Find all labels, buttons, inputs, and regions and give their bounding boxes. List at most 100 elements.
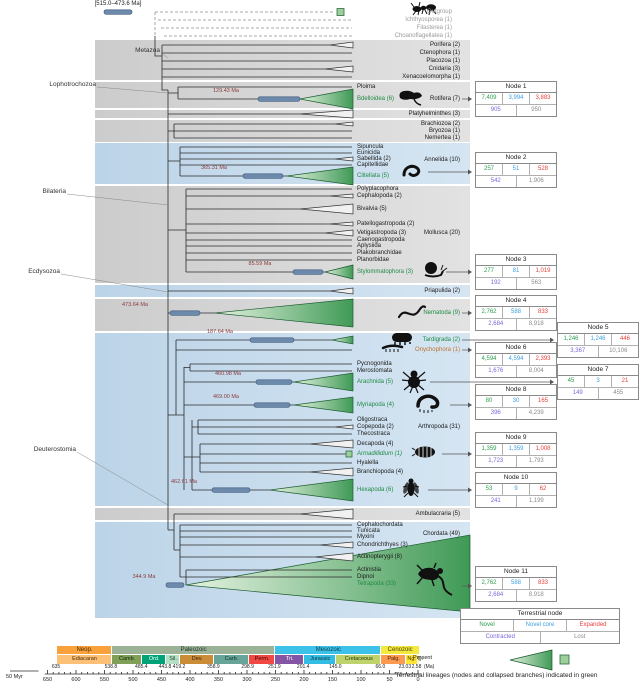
node-value: 2,684 (476, 318, 517, 330)
ruler-number: 600 (71, 677, 81, 683)
ruler-number: 250 (270, 677, 281, 683)
node-table-header: Node 7 (558, 365, 638, 376)
node-value: 45 (558, 376, 585, 387)
band-lophophorates (95, 120, 470, 142)
band-panarthropoda (95, 333, 470, 506)
timescale-boundary: 443.8 (158, 663, 172, 670)
group-label: Mollusca (20) (423, 229, 460, 236)
timescale-boundary: 66.0 (375, 663, 386, 670)
tip-label: Capitellidae (357, 161, 389, 168)
node-value: 1,019 (535, 268, 551, 274)
present-label: Present (413, 655, 432, 661)
ruler-number: 350 (213, 677, 224, 683)
outgroup-label: Outgroup (426, 8, 452, 15)
group-label: Chordata (49) (422, 530, 460, 537)
node-table-header: Node 4 (476, 296, 556, 307)
node-table-header: Node 6 (476, 343, 556, 354)
node-value: 2,762 (476, 578, 503, 589)
band-priapulida (95, 285, 470, 297)
node-value: 192 (476, 277, 517, 289)
tip-label: Chondrichthyes (3) (357, 541, 408, 548)
ruler-number: 300 (242, 677, 252, 683)
node-value: 4,594 (503, 354, 530, 365)
clade-label: Bilateria (42, 187, 66, 195)
outgroup-branches (154, 11, 352, 37)
tip-label: Eunicida (357, 149, 381, 156)
group-label: Onychophora (1) (414, 346, 460, 353)
timescale-boundary: 419.2 (172, 663, 186, 670)
node-value: 2,762 (476, 307, 503, 318)
node-value: 8,004 (516, 365, 556, 377)
node-table-header: Node 11 (476, 567, 556, 578)
tip-label: Tetrapoda (33) (357, 580, 397, 587)
legend-collapsed-branch-triangle (509, 649, 553, 671)
node-value: 563 (516, 277, 556, 289)
timescale-boundary: 23.03 (398, 663, 412, 670)
tip-label: Stylommatophora (3) (357, 268, 414, 275)
node-value: 3 (585, 376, 612, 387)
tip-label: Polyplacophora (357, 185, 399, 192)
node-value: 10,106 (598, 345, 638, 357)
tip-label: Sabellida (2) (357, 155, 391, 162)
node-value: 1,359 (503, 444, 530, 455)
node-value: 53 (476, 484, 503, 495)
node-value: 4,239 (516, 407, 556, 419)
tip-label: Clitellata (5) (357, 172, 390, 179)
node-value: 277 (476, 266, 503, 277)
node-table-header: Node 3 (476, 255, 556, 266)
node-value: 9 (503, 484, 530, 495)
node-value: 241 (476, 495, 517, 507)
tip-label: Dipnoi (357, 573, 375, 580)
node-value: 1,906 (516, 175, 556, 187)
node-value: 588 (503, 578, 530, 589)
tip-label: Copepoda (2) (357, 423, 394, 430)
tip-label: Branchiopoda (4) (357, 468, 404, 475)
divergence-age-label: 473.64 Ma (122, 302, 148, 308)
group-label: Platyhelminthes (3) (408, 110, 460, 117)
outgroup-label: Ichthyosporea (1) (405, 16, 452, 23)
tip-label: Planorbidae (357, 256, 390, 263)
tip-label: Oligostraca (357, 416, 388, 423)
divergence-age-label: 344.9 Ma (132, 574, 156, 580)
timescale-boundary: 635 (51, 663, 61, 670)
tip-label: Actinistia (357, 566, 382, 573)
tip-label: Caenogastropoda (357, 236, 405, 243)
node-value: 1,008 (535, 446, 551, 452)
legend-item: Novel core (514, 620, 567, 631)
divergence-age-label: 462.61 Ma (171, 479, 197, 485)
timescale-boundary: 201.4 (296, 663, 310, 670)
tip-label: Tunicata (357, 527, 380, 534)
node-value: 396 (476, 407, 517, 419)
tip-label: Sipuncula (357, 143, 384, 150)
legend-title: Terrestrial node (461, 609, 619, 620)
group-label: Arthropoda (31) (417, 423, 460, 430)
group-label: Xenacoelomorpha (1) (402, 73, 460, 80)
node-value: 165 (537, 398, 548, 404)
node-value: 149 (558, 387, 599, 399)
tip-label: Bdelloidea (6) (357, 95, 395, 102)
divergence-age-label: 129.43 Ma (213, 88, 239, 94)
tip-label: Ploima (357, 83, 376, 90)
timescale-period: Q. (416, 654, 423, 665)
tip-label: Myriapoda (4) (357, 401, 395, 408)
ruler-number: 150 (327, 677, 338, 683)
tip-label: Arachnida (5) (357, 378, 394, 385)
group-label: Nemertea (1) (424, 134, 460, 141)
tip-label: Cephalochordata (357, 521, 403, 528)
group-label: Annelida (10) (424, 156, 460, 163)
node-value: 21 (621, 378, 629, 384)
timescale-boundary: 298.9 (241, 663, 254, 670)
node-value: 7,409 (476, 93, 503, 104)
tip-label: Plakobranchidae (357, 249, 402, 256)
timescale-boundary: 251.9 (268, 663, 281, 670)
ruler-number: 200 (299, 677, 309, 683)
group-label: Tardigrada (2) (422, 336, 460, 343)
legend-item: Lost (540, 631, 619, 643)
node-value: 455 (598, 387, 638, 399)
ruler-number: 450 (156, 677, 167, 683)
